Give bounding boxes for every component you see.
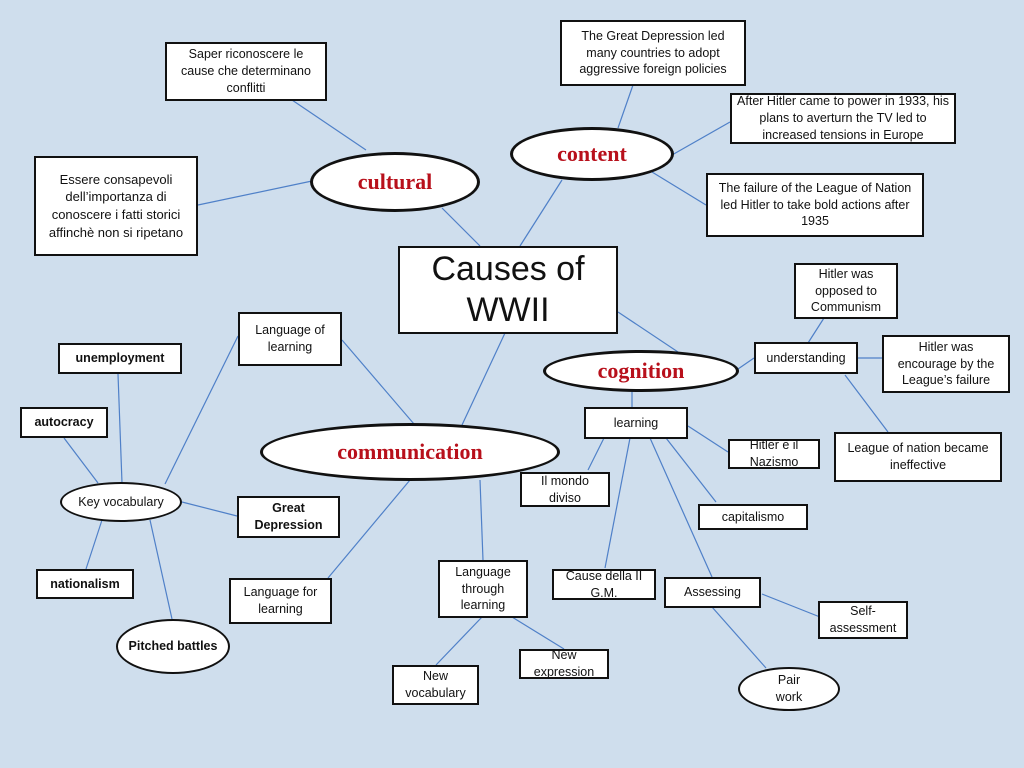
link-content-title bbox=[519, 179, 563, 247]
node-new-expression: New expression bbox=[519, 648, 609, 679]
node-hitler-opposed: Hitler was opposed to Communism bbox=[794, 263, 898, 319]
central-title: Causes of WWII bbox=[398, 246, 618, 334]
link-cultural-essere bbox=[197, 180, 313, 206]
link-key-autocracy bbox=[63, 437, 99, 484]
branch-content: content bbox=[510, 127, 674, 181]
branch-cognition: cognition bbox=[543, 350, 739, 392]
link-learning-mondo bbox=[587, 437, 605, 471]
branch-cultural: cultural bbox=[310, 152, 480, 212]
node-great-depression: Great Depression bbox=[237, 496, 340, 538]
link-understanding-opposed bbox=[807, 317, 825, 344]
link-content-hitler bbox=[671, 121, 731, 156]
link-langof-key bbox=[164, 335, 239, 485]
node-great-depression-content: The Great Depression led many countries … bbox=[560, 20, 746, 86]
link-assessing-pair bbox=[711, 606, 767, 669]
node-league-failure: The failure of the League of Nation led … bbox=[706, 173, 924, 237]
link-cultural-saper bbox=[291, 99, 367, 151]
link-langthrough-newexpr bbox=[511, 616, 565, 650]
link-communication-langfor bbox=[327, 479, 411, 579]
link-content-depression bbox=[617, 84, 634, 129]
branch-communication: communication bbox=[260, 423, 560, 481]
node-capitalismo: capitalismo bbox=[698, 504, 808, 530]
link-cognition-understanding bbox=[737, 357, 755, 370]
node-hitler-encourage: Hitler was encourage by the League’s fai… bbox=[882, 335, 1010, 393]
link-learning-capitalismo bbox=[665, 437, 717, 503]
link-communication-langof bbox=[341, 339, 415, 425]
node-essere: Essere consapevoli dell’importanza di co… bbox=[34, 156, 198, 256]
node-key-vocabulary: Key vocabulary bbox=[60, 482, 182, 522]
node-assessing: Assessing bbox=[664, 577, 761, 608]
node-learning: learning bbox=[584, 407, 688, 439]
node-cause-gm: Cause della II G.M. bbox=[552, 569, 656, 600]
node-mondo-diviso: Il mondo diviso bbox=[520, 472, 610, 507]
node-pitched-battles: Pitched battles bbox=[116, 619, 230, 674]
node-nationalism: nationalism bbox=[36, 569, 134, 599]
node-new-vocabulary: New vocabulary bbox=[392, 665, 479, 705]
link-learning-assessing bbox=[649, 437, 713, 578]
node-league-ineffective: League of nation became ineffective bbox=[834, 432, 1002, 482]
link-key-nationalism bbox=[85, 519, 103, 570]
node-hitler-power: After Hitler came to power in 1933, his … bbox=[730, 93, 956, 144]
node-pair-work: Pair work bbox=[738, 667, 840, 711]
link-communication-langthrough bbox=[479, 479, 484, 561]
node-autocracy: autocracy bbox=[20, 407, 108, 438]
link-cultural-title bbox=[441, 207, 481, 247]
node-hitler-nazismo: Hitler e il Nazismo bbox=[728, 438, 820, 469]
node-self-assessment: Self-assessment bbox=[818, 601, 908, 639]
link-understanding-ineffective bbox=[844, 374, 889, 433]
node-saper: Saper riconoscere le cause che determina… bbox=[165, 42, 327, 101]
link-content-league bbox=[651, 171, 707, 206]
link-key-pitched bbox=[149, 519, 173, 620]
link-learning-nazismo bbox=[687, 425, 729, 453]
link-key-great bbox=[181, 501, 238, 517]
node-language-for-learning: Language for learning bbox=[229, 578, 332, 624]
node-language-through-learning: Language through learning bbox=[438, 560, 528, 618]
link-langthrough-newvocab bbox=[435, 616, 483, 666]
link-cognition-title bbox=[617, 311, 679, 353]
node-language-of-learning: Language of learning bbox=[238, 312, 342, 366]
node-unemployment: unemployment bbox=[58, 343, 182, 374]
link-title-communication bbox=[461, 332, 506, 426]
link-key-unemployment bbox=[117, 373, 123, 484]
link-learning-cause bbox=[604, 437, 631, 569]
link-assessing-self bbox=[761, 593, 821, 618]
node-understanding: understanding bbox=[754, 342, 858, 374]
